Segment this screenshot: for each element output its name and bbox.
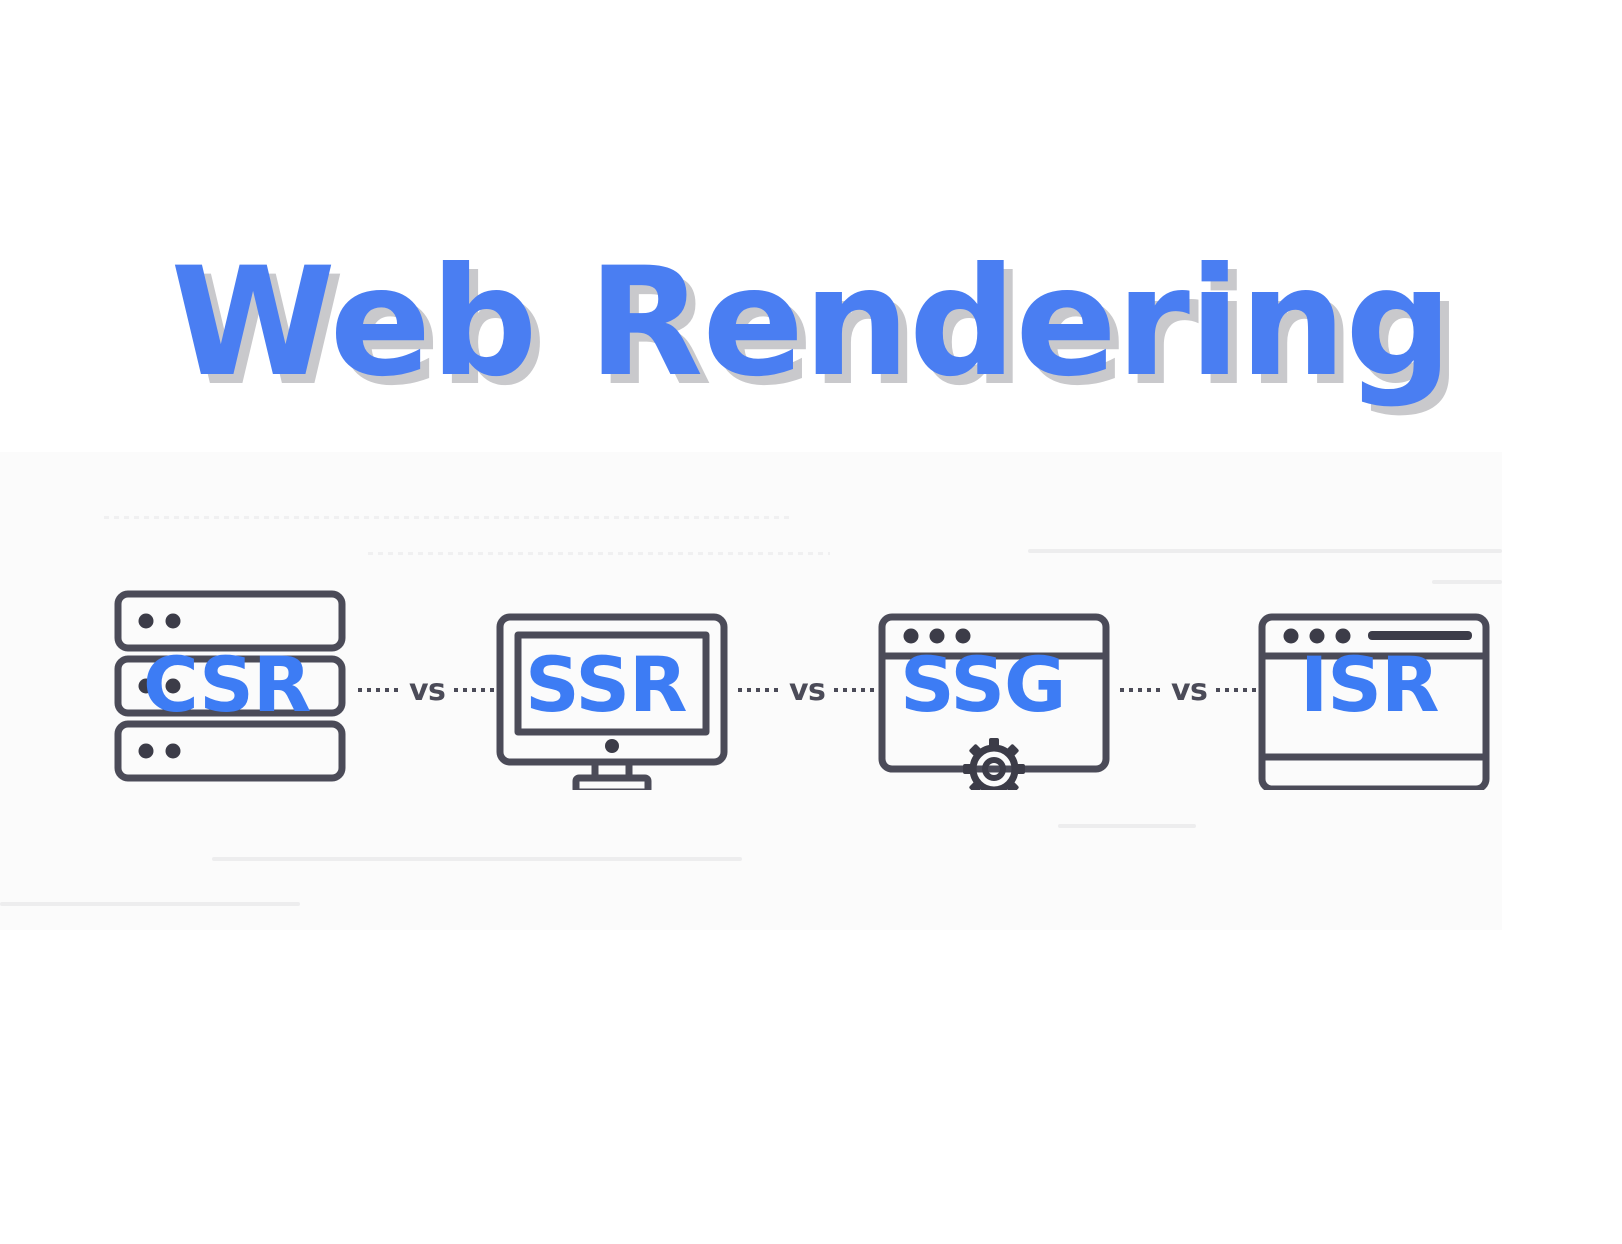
vs-label: vs [789,672,826,708]
ghost-dotted-line-1 [104,516,794,519]
address-bar-glyph [1368,631,1472,640]
node-isr[interactable]: ISR [1258,590,1490,790]
node-ssr[interactable]: SSR [496,590,728,790]
dotted-connector-right [834,688,877,692]
node-csr[interactable]: CSR [114,590,346,782]
ghost-dotted-line-2 [368,552,830,555]
separator-csr-ssr: vs [358,672,497,708]
ghost-line-1 [1028,549,1502,553]
dotted-connector-left [738,688,780,692]
node-label-csr: CSR [143,640,311,729]
server-rack-icon [114,590,346,782]
ghost-line-2 [1432,580,1502,584]
node-label-ssr: SSR [525,640,688,729]
vs-label: vs [409,672,446,708]
browser-window-addressbar-icon [1258,613,1490,790]
dotted-connector-right [1216,688,1259,692]
vs-label: vs [1171,672,1208,708]
dotted-connector-left [358,688,400,692]
separator-ssg-isr: vs [1120,672,1259,708]
node-label-ssg: SSG [900,640,1066,729]
browser-window-gear-icon [878,613,1110,790]
ghost-line-3 [1058,824,1196,828]
dotted-connector-right [454,688,497,692]
node-label-isr: ISR [1300,640,1440,729]
dotted-connector-left [1120,688,1162,692]
ghost-line-5 [0,902,300,906]
ghost-line-4 [212,857,742,861]
separator-ssr-ssg: vs [738,672,877,708]
rendering-comparison-row: CSR vs SSR vs [0,590,1622,820]
desktop-monitor-icon [496,613,728,790]
node-ssg[interactable]: SSG [878,590,1110,790]
page-title: Web Rendering [170,236,1452,410]
